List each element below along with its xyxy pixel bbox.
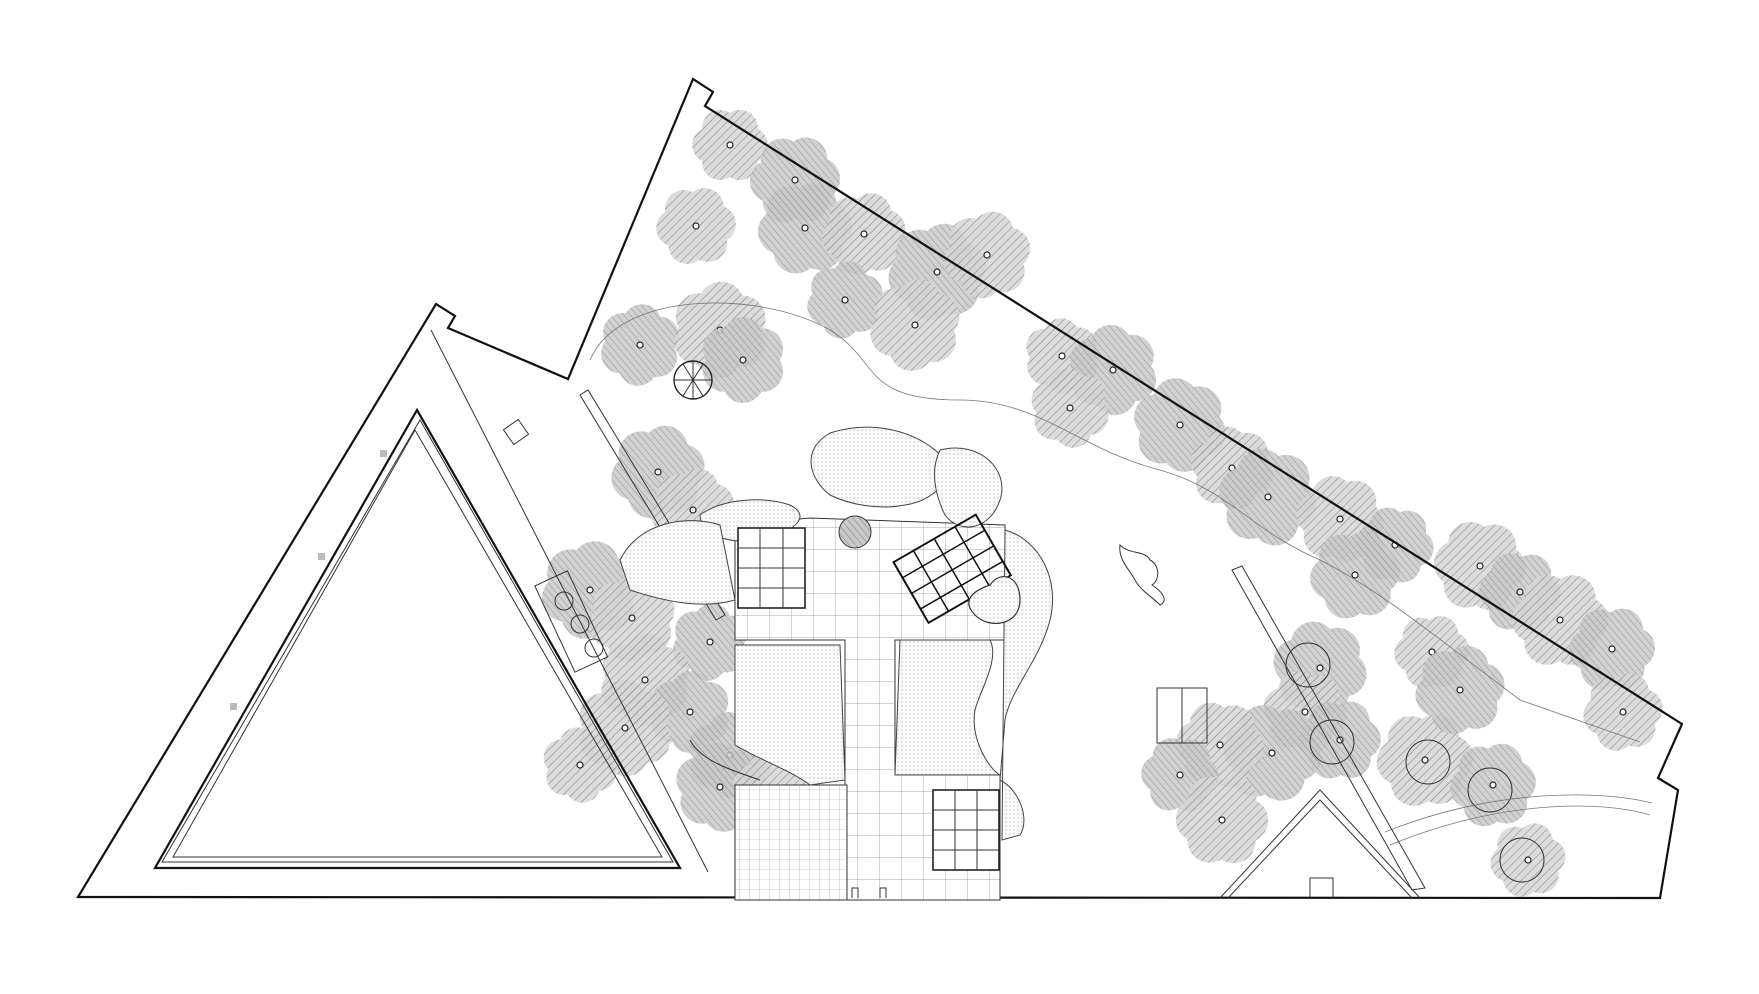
planter-bottom-right	[932, 789, 1000, 871]
tree-trunk	[1058, 352, 1066, 360]
tree-trunk	[1516, 588, 1524, 596]
tree-trunk	[1066, 404, 1074, 412]
tree-canopy	[870, 279, 960, 371]
tree-trunk	[1421, 756, 1429, 764]
tree-trunk	[1556, 616, 1564, 624]
tree-canopy	[672, 603, 748, 681]
tree-canopy	[807, 261, 883, 339]
gable-roof-pavilion	[1219, 789, 1421, 899]
tree-trunk	[801, 224, 809, 232]
tree-trunk	[1176, 421, 1184, 429]
tree-trunk	[983, 251, 991, 259]
tree-trunk	[841, 296, 849, 304]
tree-canopy	[1031, 368, 1109, 448]
tree-trunk	[1216, 741, 1224, 749]
tree-canopy	[702, 316, 784, 403]
sand-spiral	[838, 515, 1021, 624]
tree-trunk	[1301, 708, 1309, 716]
tree-trunk	[716, 783, 724, 791]
tree-trunk	[1268, 749, 1276, 757]
curved-footpaths	[589, 302, 1653, 891]
tree-trunk	[706, 638, 714, 646]
tree-outline	[1405, 739, 1451, 785]
gate	[851, 887, 887, 898]
tree-trunk	[621, 724, 629, 732]
tree-trunk	[1264, 493, 1272, 501]
tree-canopy	[692, 109, 768, 181]
tree-trunk	[1476, 562, 1484, 570]
tree-trunk	[641, 676, 649, 684]
tree-trunk	[576, 761, 584, 769]
tree-canopy	[943, 211, 1031, 299]
tree-trunk	[654, 468, 662, 476]
tree-trunk	[1351, 571, 1359, 579]
tree-canopy	[1175, 776, 1269, 864]
tree-trunk	[1619, 708, 1627, 716]
tree-canopy	[656, 188, 736, 264]
triangular-building	[153, 329, 709, 873]
tree-outline	[1309, 719, 1355, 765]
tree-trunk	[628, 614, 636, 622]
tree-trunk	[689, 506, 697, 514]
tree-canopy	[1299, 701, 1381, 779]
tree-canopy	[1415, 645, 1505, 735]
tree-canopy	[1310, 531, 1400, 619]
tree-trunk	[1176, 771, 1184, 779]
tree-trunk	[739, 356, 747, 364]
tree-trunk	[791, 176, 799, 184]
tree-trunk	[1456, 686, 1464, 694]
tree-trunk	[1608, 645, 1616, 653]
tree-trunk	[692, 222, 700, 230]
square-planters	[737, 527, 1000, 871]
tree-outline	[1467, 767, 1513, 813]
tree-canopy	[601, 304, 680, 386]
tree-trunk	[1316, 664, 1324, 672]
tree-trunk	[1109, 366, 1117, 374]
tree-canopy	[1376, 714, 1474, 806]
tree-canopy	[1219, 448, 1317, 546]
tree-trunk	[860, 230, 868, 238]
tree-trunk	[1336, 515, 1344, 523]
tree-trunk	[1524, 856, 1532, 864]
tree-trunk	[911, 321, 919, 329]
tree-trunk	[1489, 781, 1497, 789]
play-sculpture	[1119, 543, 1165, 606]
tree-canopy	[1583, 673, 1663, 751]
planter-top-left	[737, 527, 806, 609]
tree-canopy	[1569, 608, 1655, 690]
tree-trunk	[586, 586, 594, 594]
tree-outline	[1499, 837, 1545, 883]
tree-trunk	[726, 141, 734, 149]
tree-canopy	[822, 193, 906, 275]
geodesic-dome	[673, 360, 713, 400]
tree-canopies	[542, 109, 1663, 897]
tree-trunk	[933, 268, 941, 276]
tree-trunk	[1218, 816, 1226, 824]
tree-trunk	[636, 341, 644, 349]
tree-trunk	[686, 708, 694, 716]
site-boundary-outline	[76, 77, 1684, 900]
